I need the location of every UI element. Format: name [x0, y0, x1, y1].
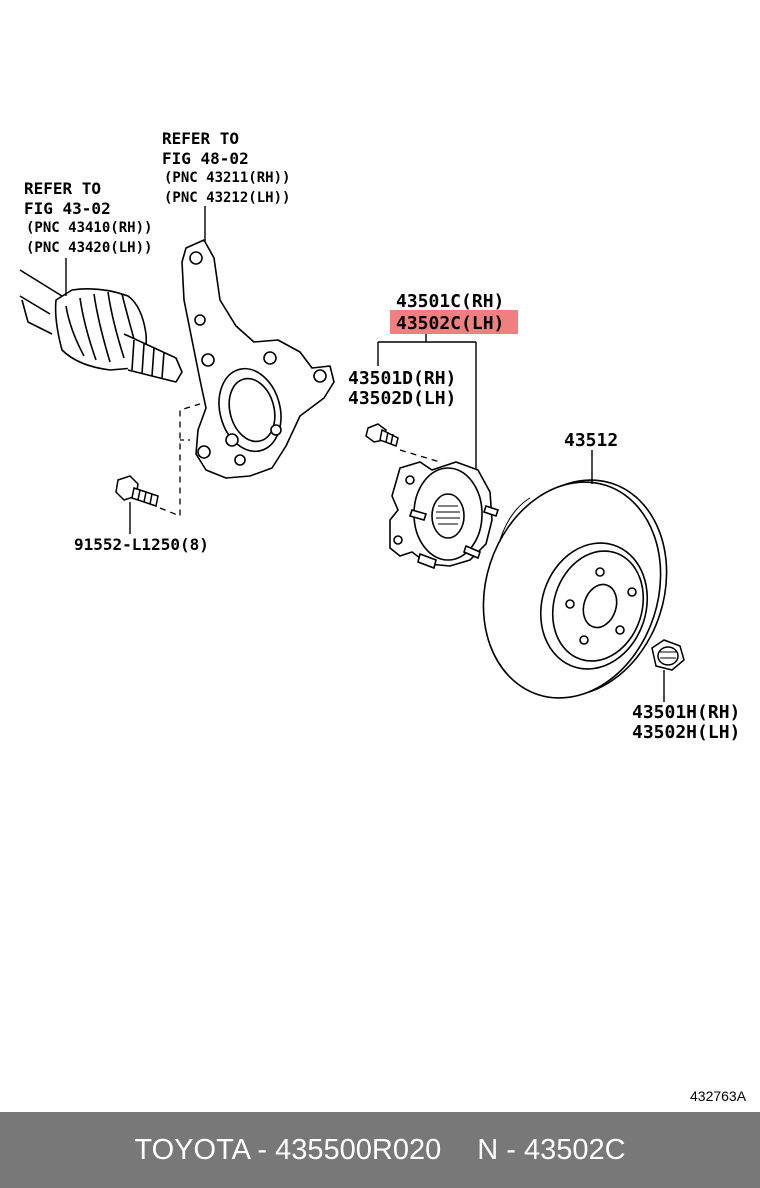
knuckle-pnc-rh: (PNC 43211(RH)): [164, 170, 290, 186]
knuckle-callout: REFER TO FIG 48-02 (PNC 43211(RH)) (PNC …: [162, 129, 290, 206]
bolt-dashed-line: [159, 403, 201, 517]
rotor-part[interactable]: 43512: [564, 430, 618, 451]
steering-knuckle-drawing: [181, 239, 335, 479]
highlight-box: [390, 310, 518, 334]
bolt-part[interactable]: 91552-L1250(8): [74, 535, 209, 554]
drive-shaft-drawing: [19, 269, 183, 383]
brake-rotor-drawing: [482, 479, 668, 699]
hub-assy-part-lh-highlighted[interactable]: 43502C(LH): [396, 313, 504, 334]
hub-bolt-drawing: [365, 423, 399, 447]
driveshaft-pnc-rh: (PNC 43410(RH)): [26, 220, 152, 236]
nut-part-rh[interactable]: 43501H(RH): [632, 702, 740, 723]
hub-bolt-part-lh[interactable]: 43502D(LH): [348, 388, 456, 409]
figure-id: 432763A: [690, 1088, 747, 1104]
knuckle-bolt-drawing: [115, 475, 159, 507]
knuckle-pnc-lh: (PNC 43212(LH)): [164, 190, 290, 206]
driveshaft-refer-text: REFER TO: [24, 179, 101, 198]
driveshaft-callout: REFER TO FIG 43-02 (PNC 43410(RH)) (PNC …: [24, 179, 152, 256]
hub-assy-part-rh[interactable]: 43501C(RH): [396, 291, 504, 312]
knuckle-fig-link[interactable]: FIG 48-02: [162, 149, 249, 168]
knuckle-refer-text: REFER TO: [162, 129, 239, 148]
hub-bolt-part-rh[interactable]: 43501D(RH): [348, 368, 456, 389]
nut-part-lh[interactable]: 43502H(LH): [632, 722, 740, 743]
footer-part-number: TOYOTA - 435500R020: [134, 1133, 442, 1166]
exploded-parts-diagram: REFER TO FIG 48-02 (PNC 43211(RH)) (PNC …: [19, 129, 747, 1104]
footer-pnc: N - 43502C: [477, 1133, 626, 1166]
driveshaft-fig-link[interactable]: FIG 43-02: [24, 199, 111, 218]
driveshaft-pnc-lh: (PNC 43420(LH)): [26, 240, 152, 256]
hub-nut-drawing: [651, 639, 685, 671]
hub-assy-bracket: [377, 334, 477, 470]
hub-assembly-drawing: [389, 461, 500, 570]
footer-bar: TOYOTA - 435500R020 N - 43502C: [0, 1112, 760, 1188]
